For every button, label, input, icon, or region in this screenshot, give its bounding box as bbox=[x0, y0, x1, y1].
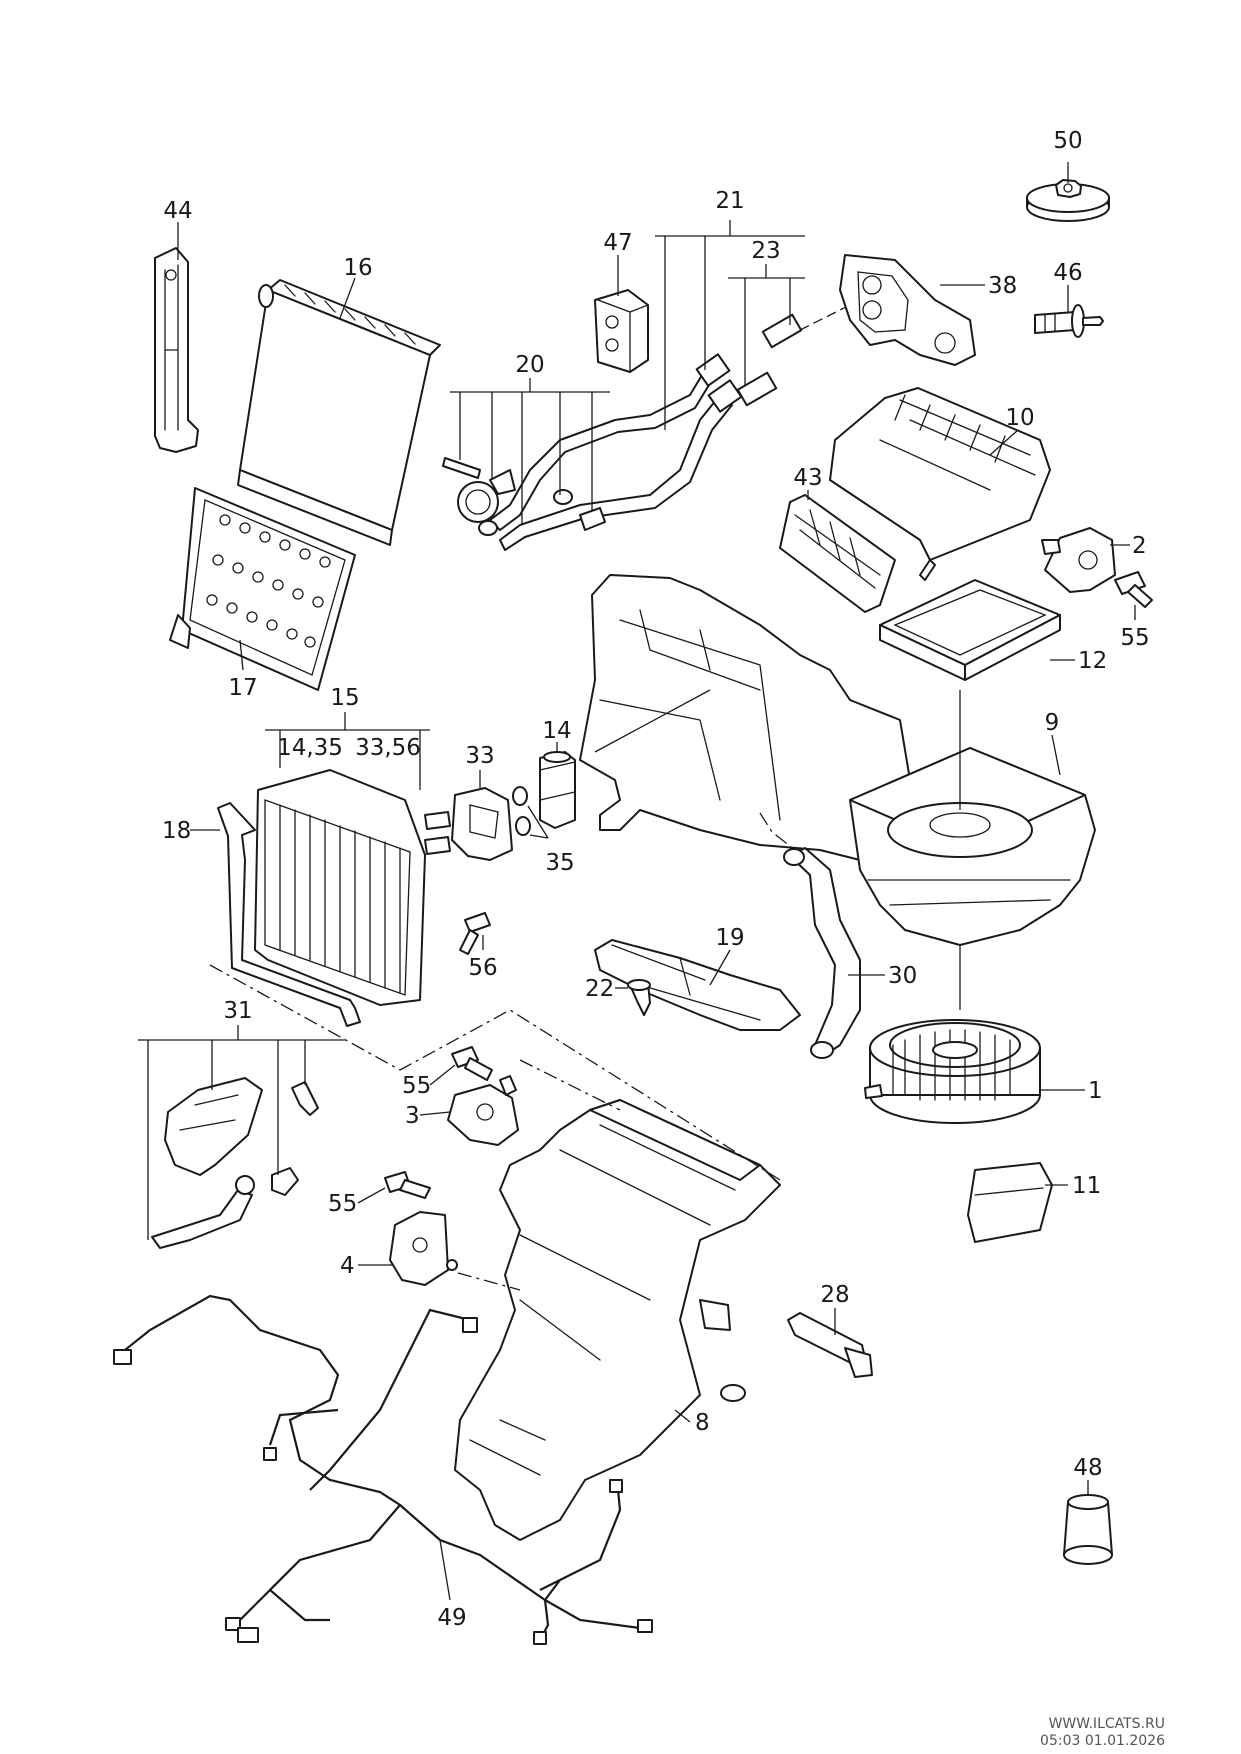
label-48: 48 bbox=[1073, 1455, 1102, 1481]
dash-line-15-8 bbox=[209, 964, 781, 1181]
label-10: 10 bbox=[1005, 405, 1034, 431]
part-44-bracket[interactable] bbox=[154, 247, 199, 453]
part-8-lower-housing[interactable] bbox=[454, 1099, 781, 1541]
watermark-timestamp: 05:03 01.01.2026 bbox=[1040, 1733, 1165, 1749]
label-12: 12 bbox=[1078, 648, 1107, 674]
label-9: 9 bbox=[1045, 710, 1060, 736]
part-23-pipe-fittings[interactable] bbox=[736, 313, 803, 407]
label-4: 4 bbox=[340, 1253, 355, 1279]
label-31: 31 bbox=[223, 998, 252, 1024]
label-8: 8 bbox=[695, 1410, 710, 1436]
part-19-duct[interactable] bbox=[594, 939, 801, 1031]
part-30-hose[interactable] bbox=[783, 847, 861, 1059]
watermark-site: WWW.ILCATS.RU bbox=[1049, 1716, 1165, 1732]
part-48-cap[interactable] bbox=[1063, 1494, 1113, 1565]
label-23: 23 bbox=[751, 238, 780, 264]
part-22-screw[interactable] bbox=[627, 979, 651, 1016]
part-20-pipe-hardware[interactable] bbox=[442, 457, 606, 536]
part-15-evaporator[interactable] bbox=[254, 769, 451, 1006]
label-21: 21 bbox=[715, 188, 744, 214]
part-16-heater-core[interactable] bbox=[237, 279, 441, 546]
label-55-lower: 55 bbox=[328, 1191, 357, 1217]
label-1: 1 bbox=[1088, 1078, 1103, 1104]
dash-line-20-38 bbox=[799, 299, 861, 331]
part-46-grommet[interactable] bbox=[1034, 304, 1104, 338]
part-43-flap[interactable] bbox=[779, 494, 896, 613]
dash-line-8-lower bbox=[457, 1272, 521, 1291]
part-9-blower-housing[interactable] bbox=[849, 747, 1096, 946]
watermark: WWW.ILCATS.RU 05:03 01.01.2026 bbox=[1040, 1716, 1165, 1749]
part-50-nut[interactable] bbox=[1026, 179, 1110, 222]
label-30: 30 bbox=[888, 963, 917, 989]
leader-lines bbox=[138, 162, 1136, 1601]
part-55-bolt-right[interactable] bbox=[1114, 571, 1153, 608]
part-49-wiring-harness[interactable] bbox=[113, 1294, 653, 1645]
part-labels: 44 16 17 47 21 23 20 38 50 46 10 43 2 55… bbox=[162, 128, 1150, 1631]
label-17: 17 bbox=[228, 675, 257, 701]
part-55-bolt-lower[interactable] bbox=[384, 1171, 431, 1199]
part-1-blower-motor[interactable] bbox=[864, 1019, 1041, 1124]
label-50: 50 bbox=[1053, 128, 1082, 154]
label-19: 19 bbox=[715, 925, 744, 951]
part-21-refrigerant-lines[interactable] bbox=[489, 353, 743, 551]
label-28: 28 bbox=[820, 1282, 849, 1308]
label-38: 38 bbox=[988, 273, 1017, 299]
label-3: 3 bbox=[405, 1103, 420, 1129]
label-35: 35 bbox=[545, 850, 574, 876]
label-16: 16 bbox=[343, 255, 372, 281]
label-14-35: 14,35 bbox=[277, 735, 343, 761]
part-33-pad[interactable] bbox=[451, 787, 513, 861]
part-38-gasket[interactable] bbox=[839, 254, 976, 366]
label-33-56: 33,56 bbox=[355, 735, 421, 761]
part-11-cover[interactable] bbox=[967, 1162, 1053, 1243]
label-22: 22 bbox=[585, 976, 614, 1002]
label-20: 20 bbox=[515, 352, 544, 378]
label-47: 47 bbox=[603, 230, 632, 256]
label-2: 2 bbox=[1132, 533, 1147, 559]
part-17-seal-frame[interactable] bbox=[169, 487, 356, 691]
part-28-sensor[interactable] bbox=[787, 1312, 873, 1378]
label-18: 18 bbox=[162, 818, 191, 844]
label-56: 56 bbox=[468, 955, 497, 981]
part-10-upper-housing[interactable] bbox=[829, 387, 1051, 581]
label-33: 33 bbox=[465, 743, 494, 769]
part-2-actuator[interactable] bbox=[1041, 527, 1116, 593]
dash-line-3-8 bbox=[519, 1059, 621, 1111]
part-14-expansion-valve[interactable] bbox=[539, 751, 576, 829]
label-11: 11 bbox=[1072, 1173, 1101, 1199]
part-35-o-rings[interactable] bbox=[512, 786, 531, 836]
part-4-actuator[interactable] bbox=[389, 1211, 458, 1286]
label-14: 14 bbox=[542, 718, 571, 744]
label-46: 46 bbox=[1053, 260, 1082, 286]
label-15: 15 bbox=[330, 685, 359, 711]
label-44: 44 bbox=[163, 198, 192, 224]
part-3-actuator[interactable] bbox=[447, 1075, 519, 1146]
label-43: 43 bbox=[793, 465, 822, 491]
label-55-right: 55 bbox=[1120, 625, 1149, 651]
part-31-linkage[interactable] bbox=[151, 1077, 319, 1249]
part-55-bolt-middle[interactable] bbox=[451, 1046, 493, 1081]
part-12-cabin-filter[interactable] bbox=[879, 579, 1061, 681]
part-47-fitting-block[interactable] bbox=[594, 289, 649, 373]
part-18-seal[interactable] bbox=[217, 802, 361, 1027]
label-49: 49 bbox=[437, 1605, 466, 1631]
part-56-bolt[interactable] bbox=[459, 912, 491, 955]
label-55-middle: 55 bbox=[402, 1073, 431, 1099]
seal-frame-holes bbox=[206, 514, 331, 648]
dash-line-30 bbox=[759, 812, 796, 851]
